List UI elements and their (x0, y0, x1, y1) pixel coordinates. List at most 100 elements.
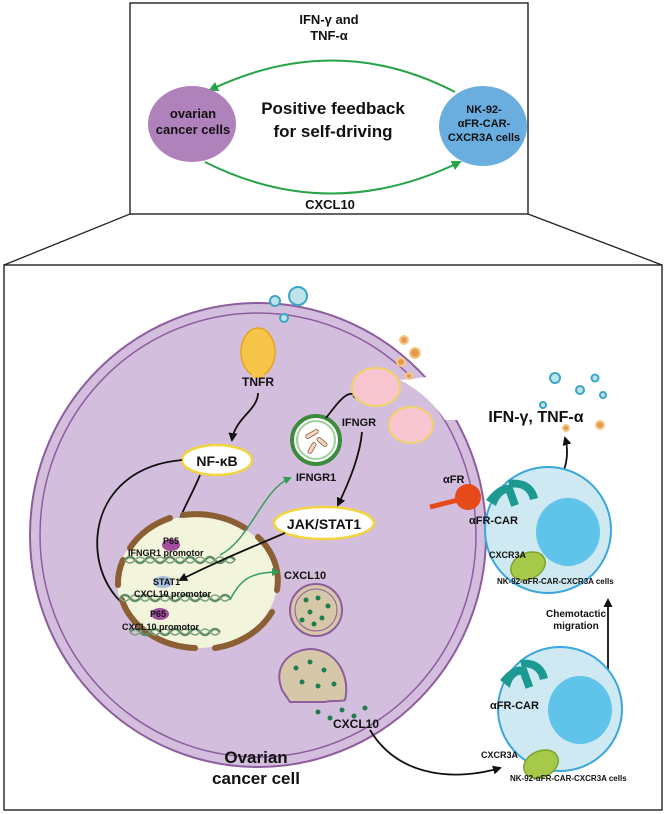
bottom-arrow-label: CXCL10 (305, 197, 355, 212)
cxcl10-vesicle-label: CXCL10 (284, 570, 326, 582)
p65-label-a: P65 (163, 536, 179, 546)
nk-cytokines-label: IFN-γ, TNF-α (488, 409, 583, 426)
nk-cytokine-dot (539, 401, 547, 409)
nk-cytokine-dot (575, 385, 585, 395)
tnfr-label: TNFR (242, 375, 274, 389)
dna-strand (129, 627, 221, 637)
nk-cell-bottom-nucleus (548, 676, 612, 744)
ifngr1-label: IFNGR1 (296, 472, 336, 484)
nk-node-label-3: CXCR3A cells (448, 132, 520, 144)
exocytosis-pocket (278, 648, 348, 703)
cxcl10-granule (315, 683, 321, 689)
dna-strand (129, 628, 221, 636)
ovarian-cell-label-1: Ovarian (224, 748, 287, 767)
cxcl10-to-nk-arrow (369, 729, 502, 776)
zoom-line-left (3, 213, 131, 266)
ifngr1-fragment (316, 437, 328, 447)
cxcl10-dot (339, 707, 345, 713)
nk-cytokine-dot (595, 420, 605, 430)
ifn-dot (399, 335, 409, 345)
nk-cell-top-nucleus (536, 498, 600, 566)
ifngr1-fragment (305, 429, 319, 439)
zoom-line-right (527, 213, 663, 266)
afr-label: αFR (443, 474, 464, 486)
ifngr-label: IFNGR (342, 417, 376, 429)
membrane-notch (400, 370, 490, 420)
ifngr1-fragment (307, 442, 317, 454)
dna-strand (124, 555, 236, 565)
stat1-label: STAT1 (153, 577, 180, 587)
p65-label-b: P65 (150, 609, 166, 619)
center-title-2: for self-driving (273, 122, 392, 141)
cxcl10-granule (315, 595, 321, 601)
ifngr-receptor (388, 406, 434, 444)
ovarian-cancer-cells-node (148, 86, 236, 162)
nk-cytokine-dot (590, 373, 600, 383)
cxcl10-granule (331, 681, 337, 687)
cxcr3a-top-label: CXCR3A (489, 550, 527, 560)
jak-stat1-label: JAK/STAT1 (287, 516, 361, 532)
ifn-dot (405, 372, 413, 380)
nuclear-membrane (255, 534, 281, 593)
cxcr3a-top (510, 551, 546, 581)
cxcl10-granule (325, 603, 331, 609)
afr-car-top-arm (508, 479, 538, 500)
afr-car-bottom-stem (518, 667, 534, 689)
p65-factor (151, 608, 169, 620)
cxcl10-granule (293, 665, 299, 671)
cxcl10-dot (327, 715, 333, 721)
ovarian-cell-label-2: cancer cell (212, 769, 300, 788)
cxcl10-granule (299, 679, 305, 685)
tnf-dot (269, 295, 281, 307)
cxcl10-secreted-label: CXCL10 (333, 717, 379, 731)
migration-label-1: Chemotactic (546, 609, 606, 620)
afr-receptor (455, 484, 481, 510)
nk-cells-node (439, 86, 527, 166)
cxcl10-dot (351, 713, 357, 719)
afr-car-top-stem (505, 487, 519, 507)
cxcl10-granule (307, 609, 313, 615)
tnfr-stem (252, 364, 264, 378)
p65-factor (162, 539, 180, 551)
nk-cell-top-label: NK-92-αFR-CAR-CXCR3A cells (497, 577, 614, 586)
ovarian-node-label-2: cancer cells (156, 122, 230, 137)
nk-cytokine-dot (599, 391, 607, 399)
dna-strand (124, 556, 236, 564)
ifngr-to-jak-arrow (336, 431, 363, 507)
cxcl10-arrow (204, 160, 462, 195)
cxcr3a-bottom (523, 749, 559, 779)
ovarian-cell-inner-membrane (39, 312, 477, 758)
cxcl10-granule (307, 659, 313, 665)
ifn-dot (396, 357, 406, 367)
cxcl10-granule (299, 617, 305, 623)
cxcl10-dot (315, 709, 321, 715)
migration-label-2: migration (553, 621, 599, 632)
center-title-1: Positive feedback (261, 99, 405, 118)
ifngr1-promotor-label: IFNGR1 promotor (128, 548, 204, 558)
jak-to-stat1-arrow (178, 532, 286, 581)
afr-car-bottom-arm (520, 659, 548, 680)
nk-node-label-2: αFR-CAR- (458, 118, 511, 130)
ovarian-node-label-1: ovarian (170, 106, 216, 121)
afr-car-bottom-label: αFR-CAR (490, 700, 539, 712)
nfkb-label: NF-κB (196, 453, 237, 469)
cxcl10-dot (362, 705, 368, 711)
ifngr1-vesicle-inner (296, 420, 336, 460)
cxcl10-granule (303, 597, 309, 603)
stat1-factor (153, 576, 173, 588)
cxcl10-granule (311, 621, 317, 627)
afr-car-top-label: αFR-CAR (469, 515, 518, 527)
tnf-dot (288, 286, 308, 306)
nuclear-membrane (114, 557, 126, 588)
nk-cell-bottom-label: NK-92-αFR-CAR-CXCR3A cells (510, 774, 627, 783)
nk-node-label-1: NK-92- (466, 104, 502, 116)
cxcl10-granule (321, 667, 327, 673)
afr-stalk (429, 497, 459, 510)
ifngr-receptor (351, 367, 401, 407)
jak-stat1-node (272, 505, 376, 541)
nk-cytokine-dot (549, 372, 561, 384)
ifn-dot (409, 347, 421, 359)
cxcl10-promotor-label-b: CXCL10 promotor (122, 622, 200, 632)
tnf-dot (279, 313, 289, 323)
